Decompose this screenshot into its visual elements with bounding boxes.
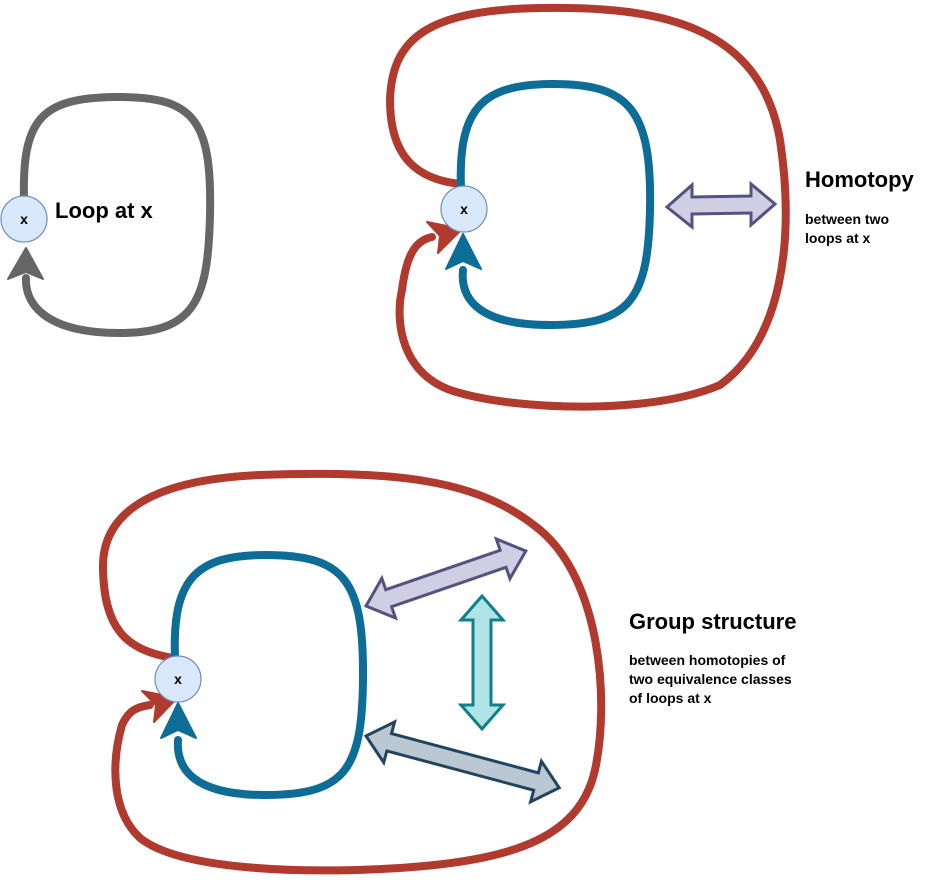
group-structure-title: Group structure (629, 609, 796, 634)
red-loop (98, 469, 606, 875)
group-structure-subtitle-line: between homotopies of (629, 652, 786, 668)
blue-loop (170, 550, 368, 800)
homotopy-subtitle-line: loops at x (805, 230, 871, 246)
blue-loop-arrowhead (445, 233, 482, 270)
gray-loop (19, 92, 215, 338)
point-x (440, 185, 488, 233)
homotopy-subtitle: between two loops at x (805, 211, 893, 246)
homotopy-title: Homotopy (805, 167, 915, 192)
lower-homotopy-double-arrow (363, 719, 562, 805)
group-structure-subtitle-line: of loops at x (629, 690, 712, 706)
homotopy-double-arrow (664, 180, 778, 231)
point-x (154, 655, 202, 703)
panel-loop: x Loop at x (0, 92, 215, 338)
group-structure-subtitle-line: two equivalence classes (629, 671, 792, 687)
gray-loop-arrowhead (7, 247, 44, 280)
point-x (0, 195, 48, 243)
point-x-label: x (20, 211, 28, 227)
homotopy-subtitle-line: between two (805, 211, 889, 227)
point-x-label: x (460, 201, 468, 217)
point-x-label: x (174, 671, 182, 687)
panel-group-structure: x Group structure between homotopies of … (98, 469, 796, 875)
upper-homotopy-double-arrow (363, 536, 528, 621)
loop-title: Loop at x (55, 198, 154, 223)
panel-homotopy: x Homotopy between two loops at x (385, 3, 915, 411)
group-double-arrow (457, 593, 507, 732)
blue-loop (456, 79, 655, 330)
red-loop (385, 3, 790, 411)
group-structure-subtitle: between homotopies of two equivalence cl… (629, 652, 796, 706)
blue-loop-arrowhead (160, 702, 197, 739)
